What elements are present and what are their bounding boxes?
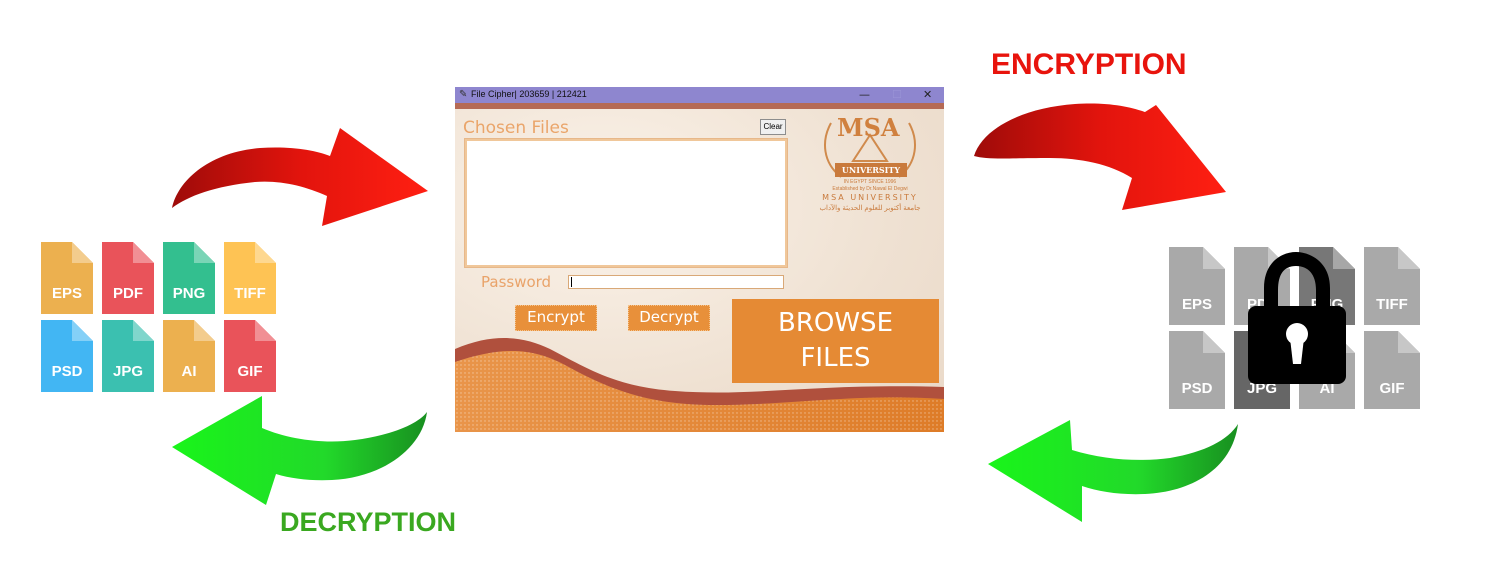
logo-since: IN EGYPT SINCE 1996 — [843, 179, 897, 185]
feather-icon: ✎ — [459, 89, 468, 100]
encrypt-button[interactable]: Encrypt — [515, 305, 597, 331]
file-icon-psd: PSD — [1169, 331, 1225, 409]
file-icon-gif: GIF — [1364, 331, 1420, 409]
file-icon-png: PNG — [163, 242, 215, 314]
file-ext-label: EPS — [51, 285, 82, 302]
encryption-label: ENCRYPTION — [991, 48, 1187, 81]
browse-line-2: FILES — [800, 343, 871, 373]
logo-msa: MSA — [837, 113, 900, 142]
file-ext-label: GIF — [237, 363, 263, 380]
header-strip — [455, 103, 944, 109]
logo-university: UNIVERSITY — [835, 163, 907, 177]
file-ext-label: AI — [181, 363, 197, 380]
padlock-icon — [1248, 252, 1346, 384]
window-title: File Cipher| 203659 | 212421 — [471, 89, 587, 99]
file-ext-label: PDF — [113, 285, 143, 302]
file-icon-jpg: JPG — [102, 320, 154, 392]
file-icon-ai: AI — [163, 320, 215, 392]
clear-button[interactable]: Clear — [760, 119, 786, 135]
logo-established: Established by Dr.Nawal El Degwi — [832, 186, 908, 192]
file-ext-label: TIFF — [1376, 296, 1408, 313]
file-ext-label: TIFF — [234, 285, 266, 302]
chosen-files-label: Chosen Files — [463, 118, 569, 138]
title-bar[interactable]: ✎ File Cipher| 203659 | 212421 — ☐ ✕ — [455, 87, 944, 103]
browse-files-button[interactable]: BROWSE FILES — [732, 299, 939, 383]
file-icon-tiff: TIFF — [224, 242, 276, 314]
logo-arabic: جامعة أكتوبر للعلوم الحديثة والآداب — [819, 205, 921, 212]
chosen-files-list[interactable] — [465, 139, 787, 267]
file-cipher-window: ✎ File Cipher| 203659 | 212421 — ☐ ✕ Cho… — [455, 87, 944, 432]
decryption-label: DECRYPTION — [280, 507, 457, 537]
logo-msa-university: MSA UNIVERSITY — [822, 193, 918, 202]
browse-line-1: BROWSE — [777, 308, 893, 338]
close-button[interactable]: ✕ — [923, 88, 933, 101]
file-icon-psd: PSD — [41, 320, 93, 392]
file-icon-eps: EPS — [1169, 247, 1225, 325]
file-ext-label: EPS — [1181, 296, 1212, 313]
msa-university-logo: MSA UNIVERSITY IN EGYPT SINCE 1996 Estab… — [815, 113, 935, 223]
file-icon-gif: GIF — [224, 320, 276, 392]
file-icon-tiff: TIFF — [1364, 247, 1420, 325]
text-caret — [571, 277, 572, 287]
password-input[interactable] — [568, 275, 784, 289]
maximize-button[interactable]: ☐ — [892, 88, 902, 101]
file-ext-label: PSD — [1181, 380, 1213, 397]
file-ext-label: JPG — [112, 363, 143, 380]
file-ext-label: PNG — [172, 285, 206, 302]
decrypt-button[interactable]: Decrypt — [628, 305, 710, 331]
file-ext-label: GIF — [1379, 380, 1405, 397]
password-label: Password — [481, 273, 552, 291]
file-ext-label: JPG — [1246, 380, 1277, 397]
file-ext-label: PSD — [51, 363, 83, 380]
minimize-button[interactable]: — — [859, 88, 870, 101]
decorative-wave — [455, 338, 944, 432]
file-icon-eps: EPS — [41, 242, 93, 314]
file-icon-pdf: PDF — [102, 242, 154, 314]
file-ext-label: AI — [1319, 380, 1335, 397]
